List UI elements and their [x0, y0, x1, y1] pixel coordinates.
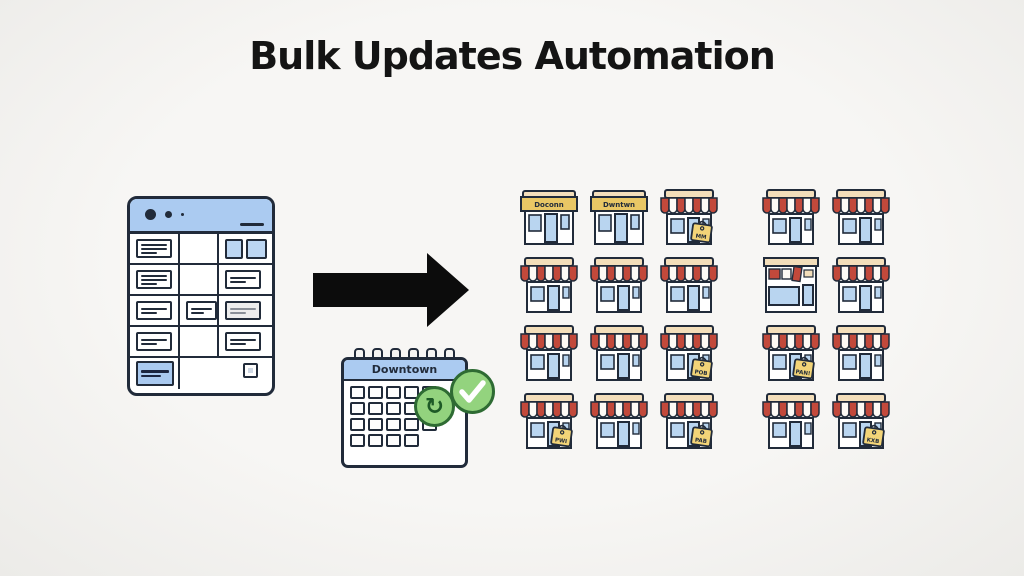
titlebar-dot-icon — [145, 209, 156, 220]
price-tag: MM — [690, 220, 713, 244]
store-icon: Doconn — [517, 188, 581, 248]
calendar-illustration: Downtown ↻ — [341, 348, 495, 468]
table-cell — [219, 265, 272, 296]
store-icon — [829, 188, 893, 248]
store-icon: KXB — [829, 392, 893, 452]
store-icon: MM — [657, 188, 721, 248]
store-icon — [759, 188, 823, 248]
store-icon: Dwntwn — [587, 188, 651, 248]
page-title: Bulk Updates Automation — [249, 34, 776, 78]
store-icon: PAN! — [759, 324, 823, 384]
awning-label: Dwntwn — [603, 201, 635, 209]
table-cell — [130, 296, 180, 327]
store-icon — [829, 256, 893, 316]
text-lines-icon — [225, 270, 262, 289]
table-cell — [130, 358, 180, 389]
svg-text:MM: MM — [695, 234, 707, 241]
spreadsheet-illustration — [127, 196, 275, 396]
table-cell — [179, 265, 220, 296]
svg-text:POB: POB — [694, 369, 708, 377]
calendar-label: Downtown — [344, 360, 465, 381]
store-icon: PWI — [517, 392, 581, 452]
store-icon — [587, 392, 651, 452]
titlebar-dot-icon — [165, 211, 172, 218]
text-lines-icon — [225, 301, 262, 320]
price-tag: PWI — [550, 424, 573, 448]
store-icon — [587, 256, 651, 316]
column-spacer — [727, 392, 753, 393]
text-lines-icon — [136, 239, 172, 258]
table-cell — [130, 265, 180, 296]
store-icon — [759, 392, 823, 452]
column-spacer — [727, 256, 753, 257]
svg-text:PWI: PWI — [554, 437, 567, 445]
text-lines-icon — [225, 332, 262, 351]
checkbox-icon — [243, 363, 259, 378]
table-cell — [219, 234, 272, 265]
store-icon — [587, 324, 651, 384]
column-spacer — [727, 324, 753, 325]
table-cell — [179, 234, 220, 265]
titlebar-dot-icon — [181, 213, 184, 216]
text-lines-icon — [185, 301, 218, 320]
price-tag: PAN! — [792, 356, 815, 380]
store-icon — [657, 256, 721, 316]
store-icon — [759, 256, 823, 316]
awning-label: Doconn — [534, 201, 564, 209]
svg-text:PAB: PAB — [695, 437, 708, 445]
store-icon — [829, 324, 893, 384]
price-tag: POB — [690, 356, 713, 380]
text-lines-icon — [136, 332, 172, 351]
price-tag: KXB — [862, 424, 885, 448]
store-icon — [517, 256, 581, 316]
table-cell — [130, 234, 180, 265]
spreadsheet-grid — [130, 234, 272, 393]
column-spacer — [727, 188, 753, 189]
store-icon: POB — [657, 324, 721, 384]
arrow-right-icon — [313, 250, 473, 330]
sync-icon: ↻ — [414, 386, 455, 427]
table-cell — [180, 358, 220, 389]
spreadsheet-titlebar — [130, 199, 272, 234]
highlighted-cell-icon — [136, 361, 174, 386]
check-icon — [450, 369, 495, 414]
store-icon — [517, 324, 581, 384]
table-cell — [130, 327, 180, 358]
text-lines-icon — [136, 270, 172, 289]
selected-fields-icon — [225, 238, 268, 259]
text-lines-icon — [136, 301, 172, 320]
table-cell — [179, 327, 220, 358]
titlebar-dash-icon — [240, 223, 264, 226]
table-cell — [219, 327, 272, 358]
price-tag: PAB — [690, 424, 713, 448]
store-icon: PAB — [657, 392, 721, 452]
table-cell — [219, 358, 272, 389]
table-cell — [179, 296, 220, 327]
svg-text:KXB: KXB — [866, 437, 879, 445]
svg-text:PAN!: PAN! — [795, 369, 811, 377]
table-cell — [219, 296, 272, 327]
